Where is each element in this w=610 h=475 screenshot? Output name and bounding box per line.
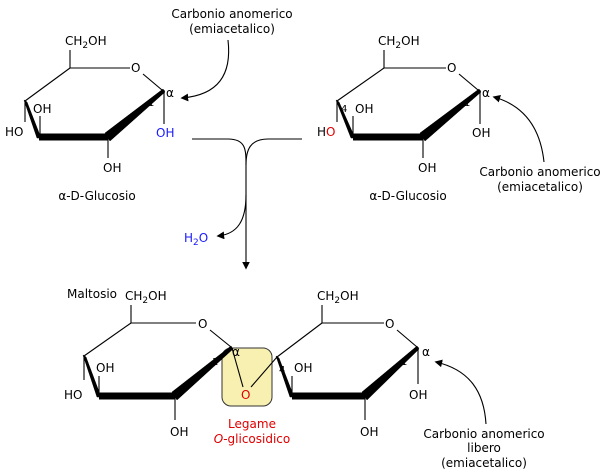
maltose-right-oh-c2: OH (360, 425, 378, 439)
maltose-right-oh-c1: OH (409, 388, 427, 402)
top-left-alpha: α (166, 86, 174, 100)
water-label: H2O (184, 231, 208, 248)
top-right-ring-oxygen: O (447, 61, 456, 75)
top-right-oh-c1: OH (472, 126, 490, 140)
top-left-oh-anomeric: OH (156, 126, 174, 140)
glycosidic-bond-label-line2: O-glicosidico (214, 432, 290, 446)
maltose-right-ch2oh: CH2OH (317, 289, 359, 306)
maltose-left-ring-oxygen: O (198, 317, 207, 331)
top-right-annotation-line2: (emiacetalico) (497, 180, 583, 194)
top-left-oh-c3: OH (33, 102, 51, 116)
top-left-ch2oh: CH2OH (65, 34, 107, 51)
top-right-ring-o-c1-bond (458, 73, 479, 91)
top-right-annotation-line1: Carbonio anomerico (479, 165, 600, 179)
maltose-left-position-1: 1 (212, 357, 218, 368)
top-left-ring-oxygen: O (131, 61, 140, 75)
top-right-oh-c2: OH (418, 161, 436, 175)
top-left-annotation: Carbonio anomerico (emiacetalico) (171, 7, 293, 102)
maltose-right-wedge-left (275, 355, 295, 398)
top-left-annotation-arrow (180, 39, 230, 102)
bottom-right-annotation-line1: Carbonio anomerico (423, 427, 544, 441)
maltose-left-oh-c3: OH (96, 361, 114, 375)
condensation-arrow (192, 138, 250, 270)
maltose-right-alpha: α (422, 345, 430, 359)
top-left-oh-c4: HO (5, 125, 23, 139)
top-right-name: α-D-Glucosio (369, 189, 446, 203)
top-left-ring-c5-c4-bond (24, 67, 71, 102)
glycosidic-bond-highlight (221, 347, 273, 407)
maltose-right-oh-c3: OH (294, 361, 312, 375)
glycosidic-oxygen: O (241, 388, 250, 402)
top-left-glucose: CH2OH O HO OH OH OH 1 α α-D-Glucosio (5, 34, 174, 203)
maltose-right-position-4: 4 (279, 365, 285, 376)
glycosidic-bond-right (250, 356, 278, 388)
maltose-right-ring-o-c1-bond (396, 329, 418, 348)
maltose-right-ring-oxygen: O (385, 317, 394, 331)
condensation-arrow-right-branch (245, 138, 302, 166)
reaction-arrows: H2O (184, 138, 302, 270)
top-left-annotation-line2: (emiacetalico) (189, 22, 275, 36)
maltose-left-oh-c4: HO (64, 388, 82, 402)
bottom-right-annotation-arrow (434, 359, 487, 425)
top-right-position-1: 1 (464, 98, 470, 109)
top-left-name: α-D-Glucosio (58, 189, 135, 203)
maltose-right-ring-c5-c4-bond (276, 322, 323, 358)
glycosidic-bond-label-line1: Legame (228, 417, 276, 431)
bottom-right-annotation-line2: libero (467, 441, 501, 455)
maltose-left-alpha: α (232, 345, 240, 359)
top-left-annotation-line1: Carbonio anomerico (171, 7, 292, 21)
maltose-right-position-1: 1 (401, 357, 407, 368)
top-right-oh-c3: OH (355, 102, 373, 116)
top-right-glucose: CH2OH O HO 4 OH OH OH 1 α α-D-Glucosio (317, 34, 490, 203)
top-right-position-4: 4 (341, 104, 347, 115)
maltose: Maltosio CH2OH O HO OH OH 1 α O CH2OH O (64, 287, 430, 446)
maltose-left-oh-c2: OH (170, 425, 188, 439)
bottom-right-annotation: Carbonio anomerico libero (emiacetalico) (423, 359, 545, 470)
top-right-oh-c4: HO (317, 125, 335, 139)
top-left-oh-c2: OH (103, 161, 121, 175)
maltose-left-ch2oh: CH2OH (125, 289, 167, 306)
top-left-ring-o-c1-bond (142, 73, 163, 91)
top-right-annotation-arrow (492, 94, 545, 163)
water-release-arrow (216, 194, 247, 240)
maltose-left-ring-c5-c4-bond (83, 322, 132, 357)
top-right-annotation: Carbonio anomerico (emiacetalico) (479, 94, 601, 194)
maltose-left-ring-o-c1-bond (209, 329, 232, 348)
glycosidic-bond-left (231, 347, 244, 388)
top-left-position-1: 1 (148, 98, 154, 109)
top-right-alpha: α (482, 86, 490, 100)
bottom-right-annotation-line3: (emiacetalico) (441, 456, 527, 470)
maltose-label: Maltosio (67, 287, 117, 301)
top-right-ring-c5-c4-bond (336, 67, 385, 102)
top-right-ch2oh: CH2OH (378, 34, 420, 51)
